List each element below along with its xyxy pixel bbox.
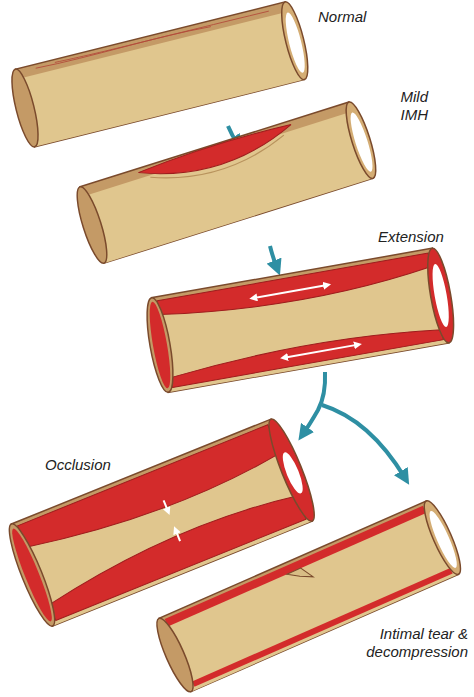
step-arrow — [270, 246, 277, 268]
extension-vessel — [142, 247, 459, 395]
stage-label: Extension — [378, 228, 468, 246]
mild-imh-vessel — [71, 99, 381, 266]
branch-arrow — [303, 372, 325, 434]
stage-label: Occlusion — [45, 456, 145, 474]
stage-label: Mild IMH — [380, 88, 428, 124]
stage-label: Normal — [318, 8, 398, 26]
stage-label: Intimal tear & decompression — [356, 625, 468, 661]
normal-vessel — [7, 0, 314, 149]
branch-arrow — [322, 405, 405, 478]
intimal-tear-vessel — [151, 497, 467, 695]
